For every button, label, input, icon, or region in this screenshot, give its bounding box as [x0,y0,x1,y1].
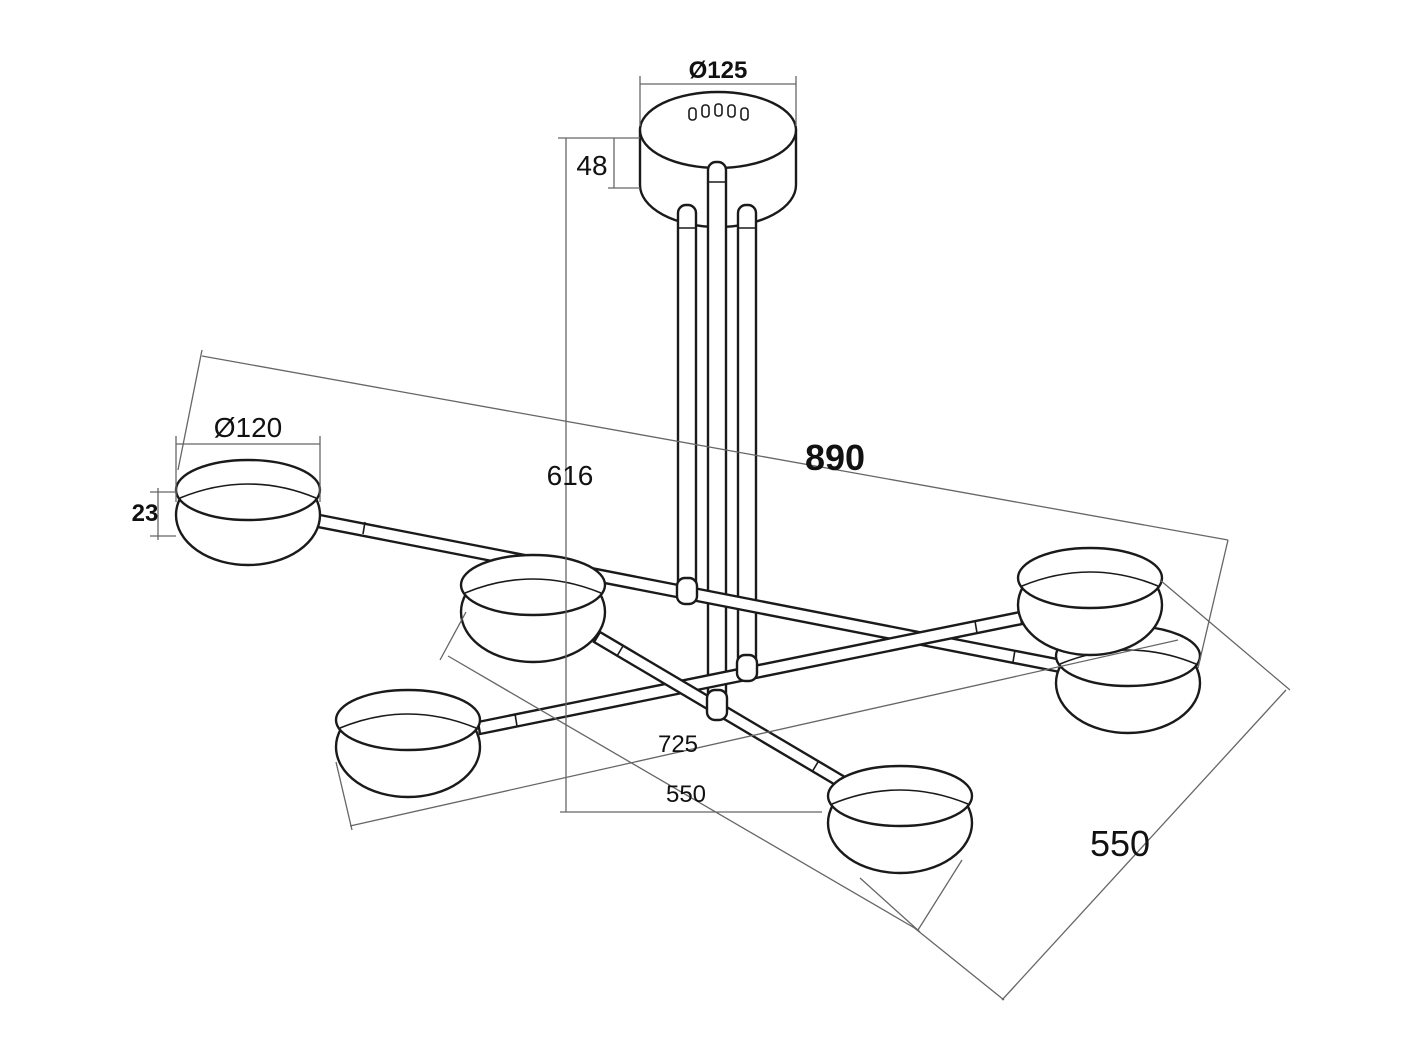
dimension-depth-span: 550 [911,579,1291,1001]
light-disc-front [826,764,974,875]
light-disc-middle [459,553,607,664]
canopy-diameter-label: Ø125 [689,57,748,84]
dimension-disc-thickness: 23 [132,488,176,540]
dimension-overall-span: 890 [177,349,1229,669]
depth-span-label: 550 [1090,823,1150,864]
light-disc-upper-right [1016,546,1164,657]
disc-thickness-label: 23 [132,500,159,527]
light-disc-upper-left [174,458,322,567]
dimension-canopy-height: 48 [558,137,640,189]
dimension-arm-span-long: 725 [335,639,1179,831]
dimension-arm-span-short: 550 [439,611,963,933]
canopy-height-label: 48 [576,150,607,181]
canopy-vent-slots [688,103,749,121]
light-disc-lower-left [334,688,482,799]
dimension-canopy-diameter: Ø125 [639,57,797,126]
dimension-disc-diameter: Ø120 [175,412,321,502]
suspension-rods [676,160,758,704]
overall-height-label: 616 [547,460,594,491]
disc-diameter-label: Ø120 [214,412,283,443]
arm-span-short-label: 550 [666,781,706,808]
dimension-overall-height: 616 [547,138,822,813]
arm-span-long-label: 725 [658,731,698,758]
rod-connectors [675,576,759,722]
overall-span-label: 890 [805,437,865,478]
